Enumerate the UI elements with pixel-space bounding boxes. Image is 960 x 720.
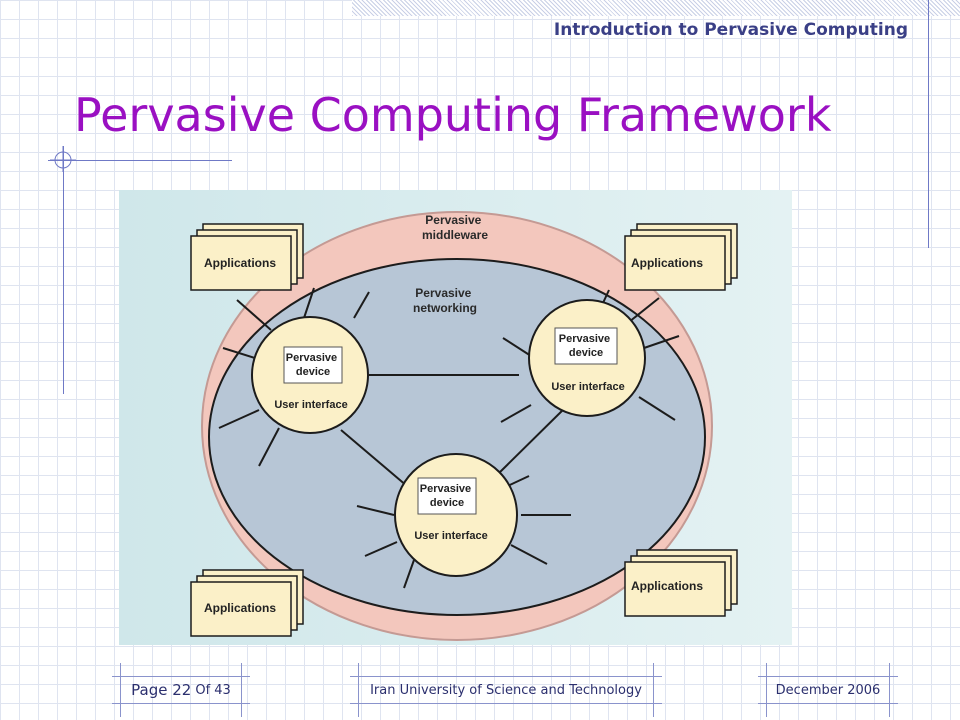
slide-title: Pervasive Computing Framework (74, 88, 832, 142)
device-label-line1: Pervasive (559, 333, 610, 345)
middleware-label-line1: Pervasive (425, 213, 481, 227)
networking-label-line2: networking (413, 301, 477, 315)
applications-top-right: Applications (624, 223, 738, 291)
applications-bottom-right: Applications (624, 549, 738, 617)
svg-text:Pervasive device: Pervasive device (286, 352, 340, 378)
device-bottom: Pervasive device User interface (394, 453, 518, 577)
date-label: December 2006 (758, 663, 898, 717)
applications-top-left: Applications (190, 223, 304, 291)
date-text: December 2006 (775, 682, 881, 698)
applications-label: Applications (631, 579, 703, 593)
ui-right-label: User interface (551, 381, 624, 393)
ui-bottom-label: User interface (414, 530, 487, 542)
crosshair-ornament (50, 146, 76, 172)
network-links (218, 287, 680, 589)
device-left: Pervasive device User interface (251, 316, 369, 434)
ui-left-label: User interface (274, 399, 347, 411)
university-name: Iran University of Science and Technolog… (370, 682, 642, 698)
svg-text:Pervasive device: Pervasive device (559, 333, 613, 359)
page-number: Page 22 (131, 681, 192, 699)
device-label-line1: Pervasive (420, 483, 471, 495)
decorative-rule (63, 146, 64, 394)
middleware-label-line2: middleware (422, 228, 488, 242)
page-indicator: Page 22 Of 43 (112, 663, 250, 717)
svg-text:Pervasive middleware: Pervasive middleware (422, 213, 488, 242)
device-label-line2: device (569, 347, 603, 359)
applications-label: Applications (204, 601, 276, 615)
applications-label: Applications (204, 256, 276, 270)
device-right: Pervasive device User interface (528, 299, 646, 417)
svg-text:Pervasive device: Pervasive device (420, 483, 474, 509)
device-label-line2: device (296, 366, 330, 378)
networking-label-line1: Pervasive (415, 286, 471, 300)
page-total: Of 43 (195, 682, 231, 698)
framework-diagram: Pervasive middleware Pervasive networkin… (119, 190, 792, 645)
header-hatch-band (352, 0, 960, 16)
title-underline (48, 160, 232, 161)
device-label-line1: Pervasive (286, 352, 337, 364)
university-label: Iran University of Science and Technolog… (350, 663, 662, 717)
course-title: Introduction to Pervasive Computing (553, 20, 908, 40)
applications-label: Applications (631, 256, 703, 270)
svg-text:Pervasive networking: Pervasive networking (413, 286, 477, 315)
applications-bottom-left: Applications (190, 569, 304, 637)
device-label-line2: device (430, 497, 464, 509)
decorative-rule (928, 0, 929, 248)
